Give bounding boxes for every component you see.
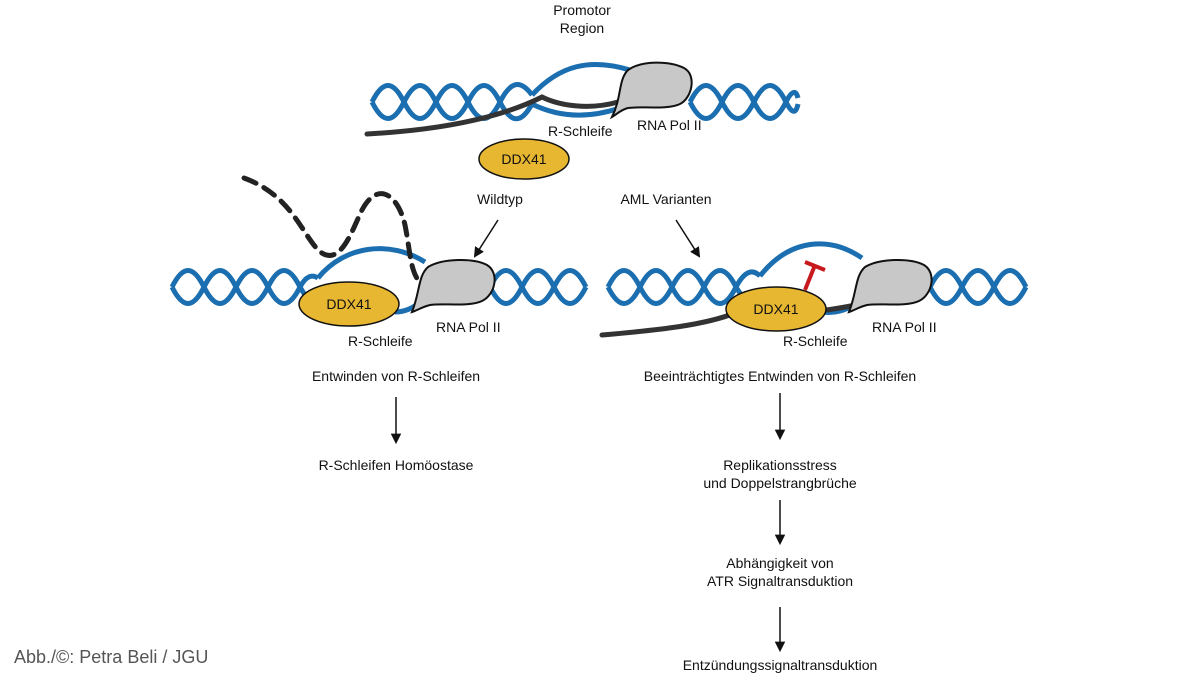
top-bubble-lower	[530, 101, 621, 118]
top-dna-strand-b	[369, 83, 535, 122]
right-r-loop-label: R-Schleife	[783, 333, 848, 349]
right-dna-strand-c	[927, 268, 1029, 306]
top-rna-pol-shape	[609, 61, 693, 120]
right-construct	[599, 241, 1029, 338]
left-rna-pol-shape	[410, 259, 496, 314]
left-bubble-upper	[316, 246, 427, 280]
top-dna-strand-d	[687, 83, 801, 121]
aml-varianten-label: AML Varianten	[620, 191, 712, 207]
left-ddx41-label: DDX41	[326, 296, 372, 312]
top-construct	[364, 61, 801, 180]
left-dna-strand-c	[487, 268, 589, 306]
right-step1-label: Replikationsstress und Doppelstrangbrüch…	[703, 457, 857, 491]
right-ddx41-oval	[725, 286, 827, 332]
right-step3-label: Entzündungssignaltransduktion	[682, 657, 878, 673]
inhibition-stem	[803, 264, 817, 291]
left-ddx41-oval	[298, 281, 400, 327]
right-dna-strand-a	[605, 268, 762, 306]
right-dna-strand-b	[605, 268, 749, 306]
right-dna-strand-d	[927, 268, 1029, 306]
left-dna-strand-b	[169, 268, 315, 306]
arrow-aml	[675, 219, 701, 258]
top-ddx41-label: DDX41	[501, 151, 547, 167]
left-outcome-label: Entwinden von R-Schleifen	[311, 368, 481, 384]
top-rna-strand	[364, 94, 621, 137]
top-r-loop-label: R-Schleife	[548, 123, 613, 139]
right-ddx41-label: DDX41	[753, 301, 799, 317]
top-bubble-upper	[530, 62, 631, 97]
left-dna-strand-d	[487, 268, 589, 306]
left-released-rna	[241, 175, 421, 283]
left-r-loop-label: R-Schleife	[348, 333, 413, 349]
promoter-region-label: Promotor Region	[553, 2, 611, 36]
left-rna-pol-label: RNA Pol II	[436, 319, 501, 335]
right-outcome-label: Beeinträchtigtes Entwinden von R-Schleif…	[643, 368, 917, 384]
inhibition-bar	[804, 260, 826, 272]
left-construct	[169, 175, 589, 327]
right-rna-pol-shape	[847, 259, 933, 314]
image-credit: Abb./©: Petra Beli / JGU	[14, 647, 209, 667]
right-rna-pol-label: RNA Pol II	[872, 319, 937, 335]
left-result-label: R-Schleifen Homöostase	[318, 457, 474, 473]
right-bubble-upper	[758, 241, 864, 278]
wildtyp-label: Wildtyp	[477, 191, 523, 207]
top-rna-pol-label: RNA Pol II	[637, 117, 702, 133]
top-ddx41-oval	[478, 138, 570, 180]
top-dna-strand-a	[369, 82, 535, 121]
right-step2-label: Abhängigkeit von ATR Signaltransduktion	[706, 555, 854, 589]
arrow-wildtyp	[473, 219, 499, 258]
